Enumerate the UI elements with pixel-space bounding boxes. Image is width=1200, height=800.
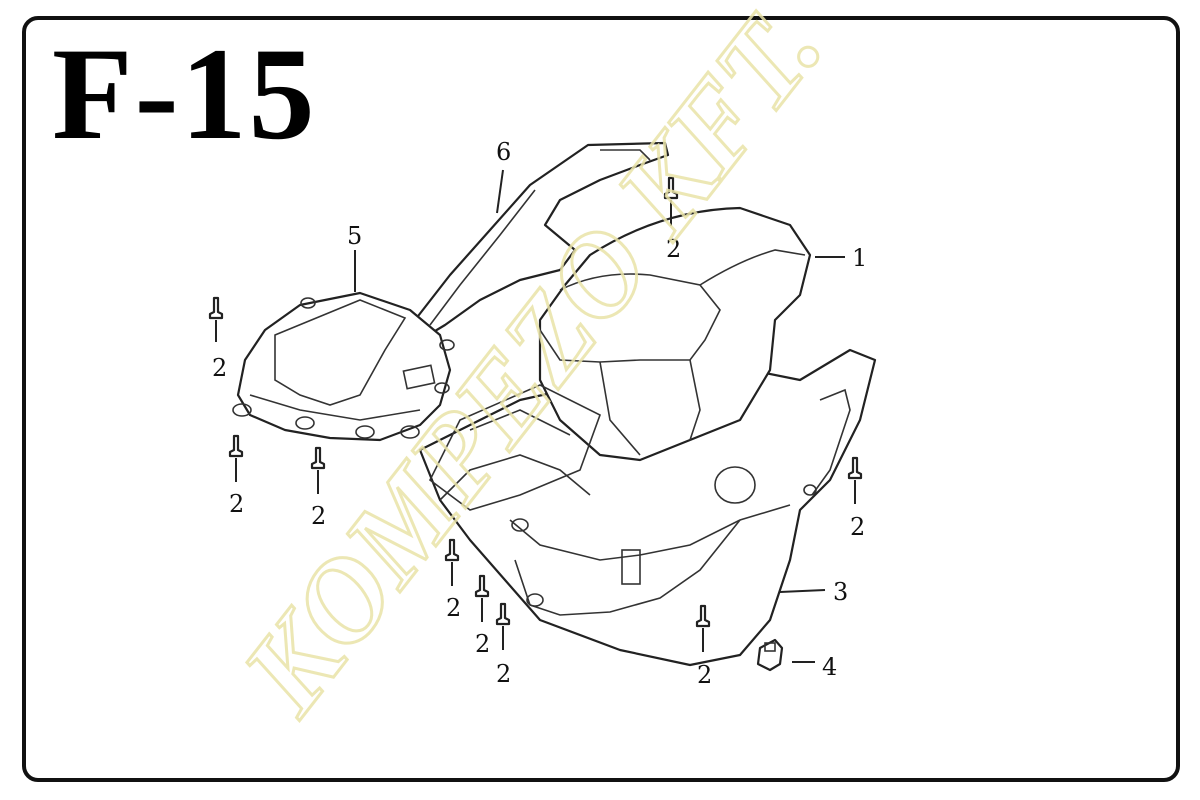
- screw-icon: [310, 446, 326, 494]
- callout-screw: 2: [496, 660, 511, 688]
- part-5-meter-housing: [232, 291, 455, 442]
- leader-lines: [354, 169, 845, 663]
- screw-icons: [208, 176, 863, 652]
- screw-icon: [695, 604, 711, 652]
- callout-screw: 2: [697, 661, 712, 689]
- part-6-side-panel: [413, 141, 670, 342]
- callout-labels: 1 3 4 5 6 2 2 2 2 2 2 2 2 2: [212, 138, 867, 689]
- callout-part-4: 4: [822, 653, 837, 681]
- screw-icon: [228, 434, 244, 482]
- screw-icon: [847, 456, 863, 504]
- callout-screw: 2: [229, 490, 244, 518]
- screw-icon: [495, 602, 511, 650]
- part-4-clip: [756, 638, 784, 672]
- callout-part-6: 6: [496, 138, 511, 166]
- screw-icon: [663, 176, 679, 226]
- callout-part-5: 5: [347, 222, 362, 250]
- screw-icon: [208, 296, 224, 342]
- callout-screw: 2: [850, 513, 865, 541]
- part-1-front-cover: [428, 206, 812, 511]
- callout-part-3: 3: [833, 578, 848, 606]
- callout-part-1: 1: [852, 244, 867, 272]
- screw-icon: [444, 538, 460, 586]
- callout-screw: 2: [446, 594, 461, 622]
- part-3-inner-cover: [418, 348, 877, 667]
- sheet-title: F-15: [52, 20, 317, 167]
- callout-screw: 2: [666, 235, 681, 263]
- callout-screw: 2: [475, 630, 490, 658]
- callout-screw: 2: [212, 354, 227, 382]
- screw-icon: [474, 574, 490, 622]
- callout-screw: 2: [311, 502, 326, 530]
